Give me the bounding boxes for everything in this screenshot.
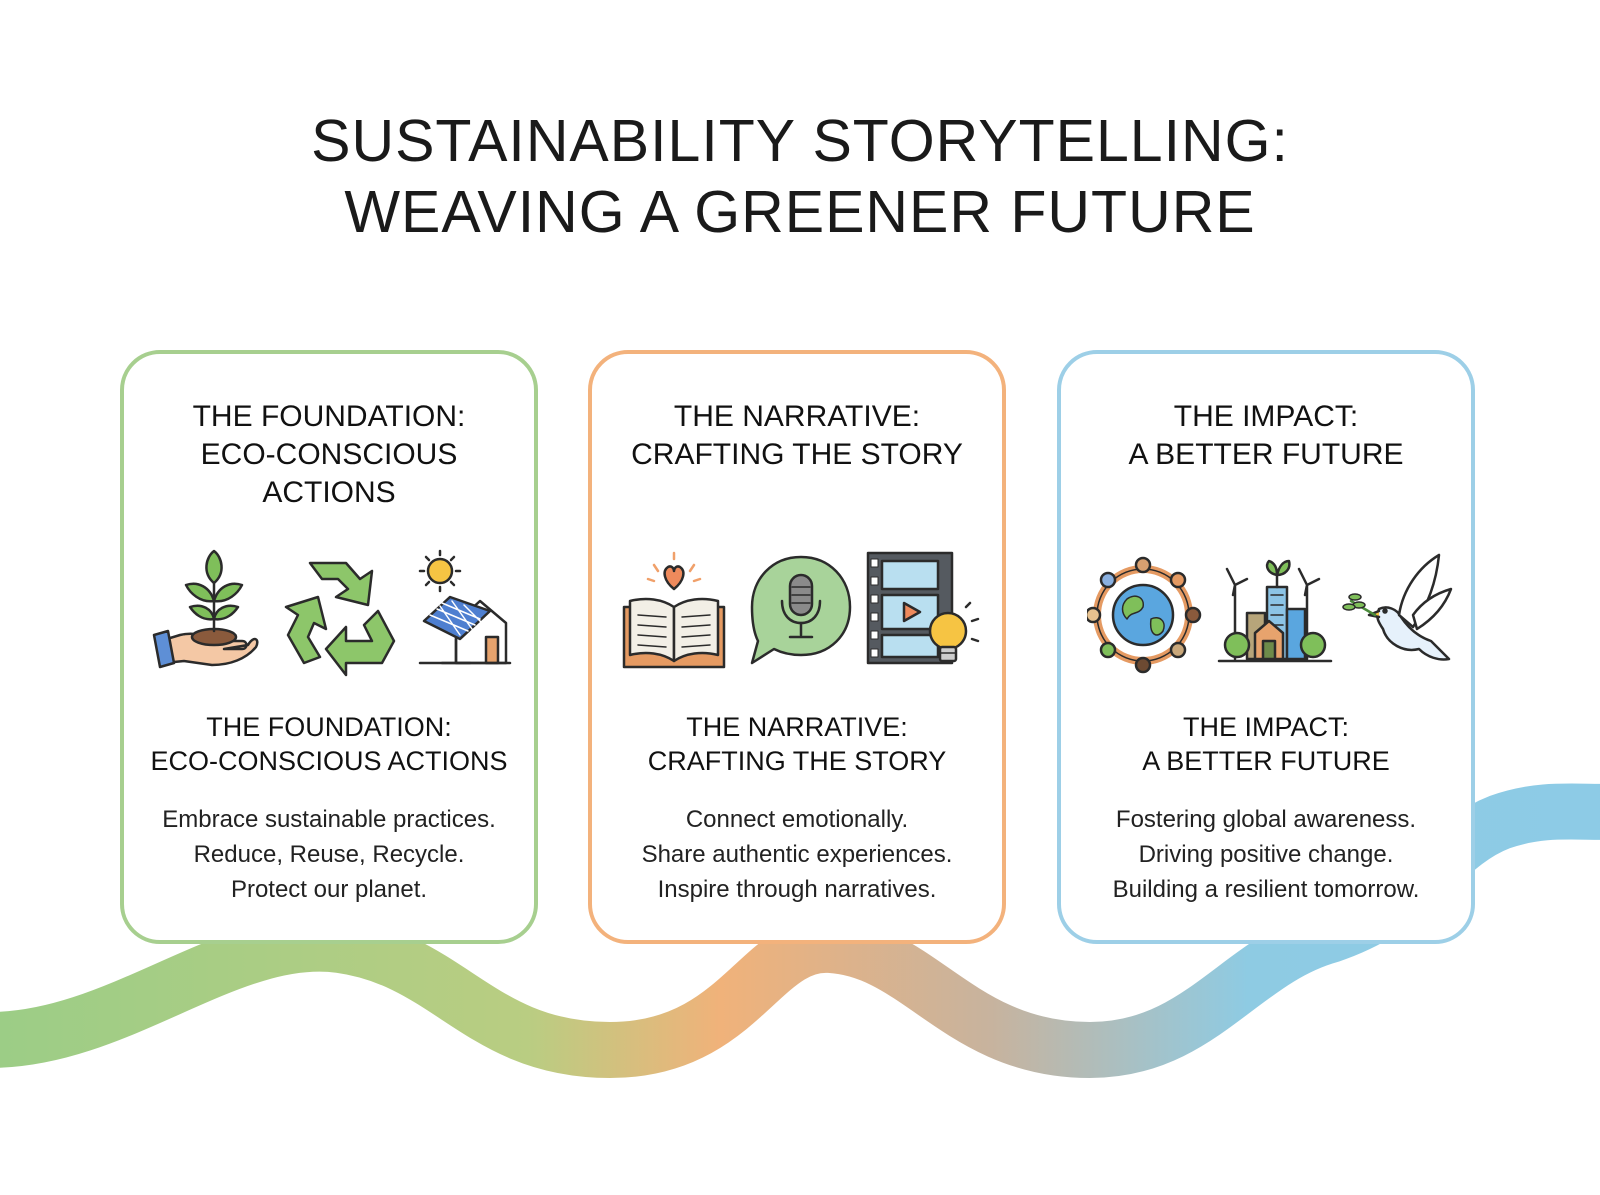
open-book-heart-icon: [622, 551, 726, 669]
card-body: Connect emotionally. Share authentic exp…: [592, 802, 1002, 907]
card-heading: THE NARRATIVE: CRAFTING THE STORY: [592, 398, 1002, 474]
card-body-line: Driving positive change.: [1138, 841, 1394, 868]
card-heading-line: ECO-CONSCIOUS: [200, 438, 458, 471]
green-city-icon: [1217, 559, 1333, 663]
card-subheading-line: ECO-CONSCIOUS ACTIONS: [150, 746, 508, 776]
card-subheading: THE FOUNDATION: ECO-CONSCIOUS ACTIONS: [124, 710, 534, 778]
card-body-line: Fostering global awareness.: [1115, 806, 1417, 833]
card-heading-line: A BETTER FUTURE: [1128, 438, 1404, 471]
card-heading-line: CRAFTING THE STORY: [631, 438, 963, 471]
card-body: Embrace sustainable practices. Reduce, R…: [124, 802, 534, 907]
globe-community-icon: [1087, 556, 1202, 674]
card-body-line: Embrace sustainable practices.: [162, 806, 496, 833]
dove-icon: [1342, 553, 1453, 661]
plant-in-hand-icon: [152, 549, 259, 669]
page-title-line-2: WEAVING A GREENER FUTURE: [344, 179, 1256, 245]
page-title-line-1: SUSTAINABILITY STORYTELLING:: [311, 108, 1289, 174]
recycle-icon: [284, 561, 396, 677]
card-body-line: Protect our planet.: [230, 876, 428, 903]
card-heading-line: THE NARRATIVE:: [673, 400, 921, 433]
card-body-line: Share authentic experiences.: [641, 841, 953, 868]
card-icon-row: [1087, 553, 1453, 674]
card-subheading-line: THE NARRATIVE:: [686, 712, 908, 742]
card-heading-line: THE FOUNDATION:: [192, 400, 466, 433]
card-heading: THE FOUNDATION: ECO-CONSCIOUS ACTIONS: [124, 398, 534, 512]
card-heading-line: ACTIONS: [262, 476, 396, 509]
card-subheading-line: CRAFTING THE STORY: [647, 746, 947, 776]
card-icon-row: [622, 551, 980, 669]
card-subheading-line: THE IMPACT:: [1182, 712, 1349, 742]
card-body: Fostering global awareness. Driving posi…: [1061, 802, 1471, 907]
card-icon-row: [152, 549, 512, 677]
card-impact: THE IMPACT: A BETTER FUTURE: [1057, 350, 1475, 944]
card-narrative: THE NARRATIVE: CRAFTING THE STORY: [588, 350, 1006, 944]
card-subheading: THE IMPACT: A BETTER FUTURE: [1061, 710, 1471, 778]
card-body-line: Reduce, Reuse, Recycle.: [193, 841, 465, 868]
card-foundation: THE FOUNDATION: ECO-CONSCIOUS ACTIONS: [120, 350, 538, 944]
card-subheading-line: A BETTER FUTURE: [1142, 746, 1390, 776]
card-body-line: Inspire through narratives.: [657, 876, 937, 903]
card-heading-line: THE IMPACT:: [1173, 400, 1359, 433]
card-body-line: Building a resilient tomorrow.: [1112, 876, 1420, 903]
film-lightbulb-icon: [866, 551, 980, 665]
microphone-bubble-icon: [750, 555, 852, 665]
page-title: SUSTAINABILITY STORYTELLING: WEAVING A G…: [0, 106, 1600, 248]
card-subheading: THE NARRATIVE: CRAFTING THE STORY: [592, 710, 1002, 778]
card-body-line: Connect emotionally.: [685, 806, 909, 833]
card-subheading-line: THE FOUNDATION:: [206, 712, 452, 742]
solar-house-icon: [418, 549, 512, 665]
card-heading: THE IMPACT: A BETTER FUTURE: [1061, 398, 1471, 474]
